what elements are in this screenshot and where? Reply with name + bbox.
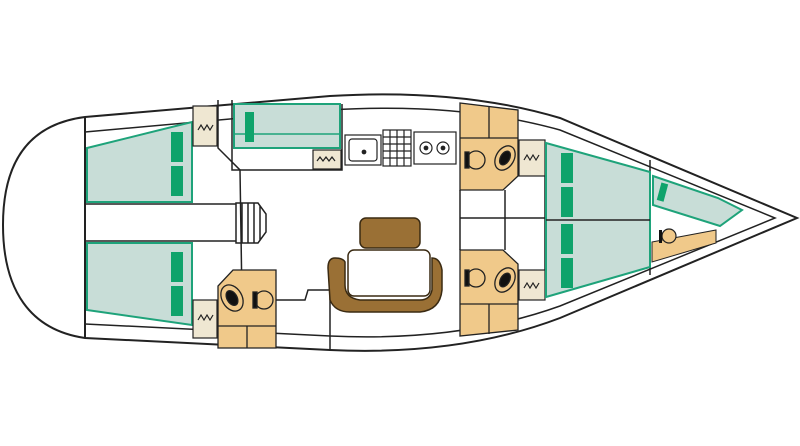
forward-head-port xyxy=(459,102,519,191)
aft-cabin-starboard xyxy=(86,242,193,327)
galley xyxy=(344,129,457,167)
locker-aft-starboard xyxy=(192,299,218,339)
aft-head xyxy=(217,269,277,349)
deck-inner-line xyxy=(84,107,777,338)
locker-fwd-starboard xyxy=(518,269,546,301)
forepeak-berth xyxy=(651,174,744,263)
saloon-seating xyxy=(327,217,443,313)
nav-berth xyxy=(233,103,341,149)
companionway-stairs xyxy=(235,202,267,244)
toilet-icon xyxy=(466,268,486,288)
interior-bulkhead-aft xyxy=(217,100,243,301)
saloon-table xyxy=(347,249,431,297)
locker-fwd-port xyxy=(518,139,546,177)
locker-galley xyxy=(312,149,342,170)
forward-head-starboard xyxy=(459,249,519,337)
forward-cabin xyxy=(545,141,651,299)
toilet-icon xyxy=(661,228,677,244)
toilet-icon xyxy=(254,290,274,310)
aft-cabin-port xyxy=(86,120,193,203)
toilet-icon xyxy=(466,150,486,170)
stove-icon xyxy=(382,129,412,167)
locker-aft-port xyxy=(192,105,218,147)
